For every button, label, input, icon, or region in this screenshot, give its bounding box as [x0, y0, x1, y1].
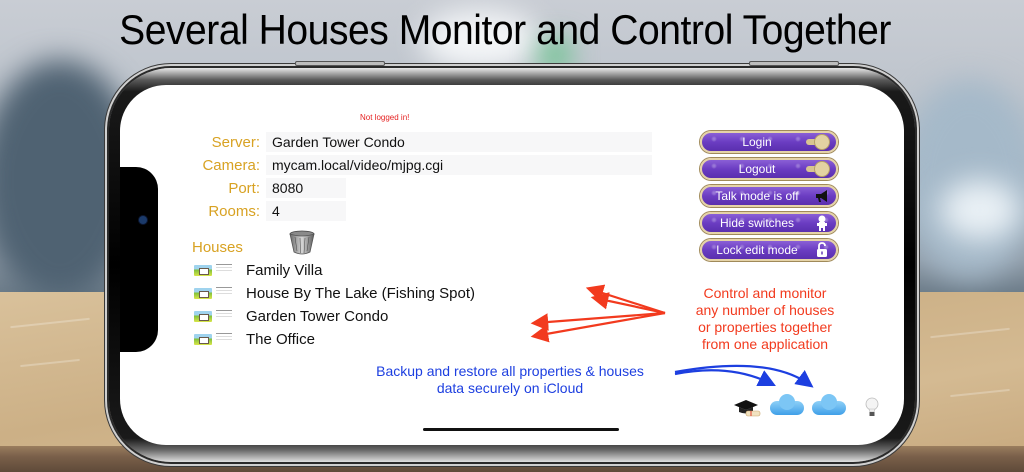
house-thumbnail-icon	[194, 263, 236, 277]
hide-switches-button-label: Hide switches	[719, 216, 795, 230]
annotation-line: from one application	[701, 336, 829, 352]
house-name: Garden Tower Condo	[246, 307, 389, 325]
annotation-line: or properties together	[698, 319, 832, 335]
cloud-upload-icon[interactable]	[812, 394, 846, 419]
house-list-item[interactable]: Family Villa	[194, 260, 322, 280]
house-list-item[interactable]: House By The Lake (Fishing Spot)	[194, 283, 475, 303]
graduation-cap-icon[interactable]	[732, 397, 766, 419]
port-row: Port: 8080	[180, 178, 346, 198]
rooms-field[interactable]: 4	[266, 201, 346, 221]
feature-annotation-red: Control and monitor any number of houses…	[660, 285, 870, 353]
talk-mode-button-label: Talk mode is off	[715, 189, 799, 203]
key-icon	[806, 134, 830, 150]
volume-button	[295, 61, 385, 66]
house-name: The Office	[246, 330, 315, 348]
houses-heading: Houses	[192, 239, 243, 256]
house-list-item[interactable]: The Office	[194, 329, 315, 349]
phone-notch	[120, 167, 158, 352]
annotation-line: Control and monitor	[703, 285, 827, 301]
rooms-label: Rooms:	[208, 202, 260, 220]
annotation-line: data securely on iCloud	[436, 380, 584, 396]
house-list-item[interactable]: Garden Tower Condo	[194, 306, 388, 326]
megaphone-icon	[812, 188, 832, 204]
logout-button[interactable]: Logout	[700, 158, 838, 180]
house-thumbnail-icon	[194, 309, 236, 323]
key-icon	[806, 161, 830, 177]
switch-character-icon	[812, 215, 832, 231]
camera-label: Camera:	[202, 156, 260, 174]
power-button	[749, 61, 839, 66]
port-field[interactable]: 8080	[266, 178, 346, 198]
unlocked-padlock-icon	[812, 242, 832, 258]
home-indicator[interactable]	[423, 428, 619, 431]
camera-field[interactable]: mycam.local/video/mjpg.cgi	[266, 155, 652, 175]
server-field[interactable]: Garden Tower Condo	[266, 132, 652, 152]
port-label: Port:	[228, 179, 260, 197]
login-status: Not logged in!	[360, 113, 410, 122]
lightbulb-icon[interactable]	[864, 397, 882, 419]
annotation-line: any number of houses	[695, 302, 835, 318]
login-button-label: Login	[742, 135, 772, 149]
cloud-download-icon[interactable]	[770, 394, 804, 419]
rooms-row: Rooms: 4	[180, 201, 346, 221]
lock-edit-mode-button[interactable]: Lock edit mode	[700, 239, 838, 261]
front-camera-icon	[139, 216, 147, 224]
phone-frame: Not logged in! Server: Garden Tower Cond…	[109, 61, 915, 462]
feature-annotation-blue: Backup and restore all properties & hous…	[330, 363, 690, 397]
headline: Several Houses Monitor and Control Toget…	[119, 6, 891, 53]
house-name: House By The Lake (Fishing Spot)	[246, 284, 476, 302]
annotation-line: Backup and restore all properties & hous…	[376, 363, 644, 379]
house-thumbnail-icon	[194, 286, 236, 300]
camera-row: Camera: mycam.local/video/mjpg.cgi	[180, 155, 652, 175]
server-row: Server: Garden Tower Condo	[180, 132, 652, 152]
login-button[interactable]: Login	[700, 131, 838, 153]
app-screen: Not logged in! Server: Garden Tower Cond…	[120, 85, 904, 445]
lock-edit-mode-button-label: Lock edit mode	[716, 243, 798, 257]
hide-switches-button[interactable]: Hide switches	[700, 212, 838, 234]
house-name: Family Villa	[246, 261, 323, 279]
server-label: Server:	[211, 133, 260, 151]
trash-can-icon[interactable]	[288, 230, 316, 255]
talk-mode-button[interactable]: Talk mode is off	[700, 185, 838, 207]
house-thumbnail-icon	[194, 332, 236, 346]
logout-button-label: Logout	[738, 162, 776, 176]
